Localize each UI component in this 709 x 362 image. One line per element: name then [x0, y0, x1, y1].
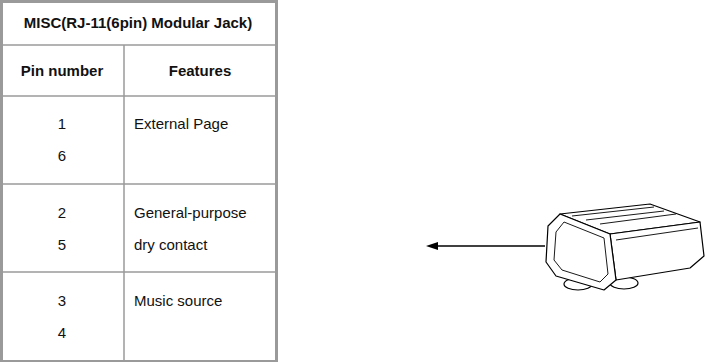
feature-text: General-purpose [134, 204, 247, 222]
table-border [2, 2, 277, 362]
column-heading: Pin number [21, 62, 104, 80]
pin-number: 2 [58, 204, 66, 222]
feature-text: External Page [134, 115, 228, 133]
feature-text: dry contact [134, 236, 207, 254]
pin-number: 5 [58, 236, 66, 254]
table-grid [1, 45, 277, 362]
pin-number: 3 [58, 292, 66, 310]
pin-number: 6 [58, 147, 66, 165]
table-heading: MISC(RJ-11(6pin) Modular Jack) [24, 14, 252, 32]
rj11-plug-drawing [546, 204, 704, 290]
pin-number: 4 [58, 324, 66, 342]
pin-number: 1 [58, 115, 66, 133]
column-heading: Features [169, 62, 232, 80]
pointer-arrow [426, 242, 545, 250]
feature-text: Music source [134, 292, 222, 310]
